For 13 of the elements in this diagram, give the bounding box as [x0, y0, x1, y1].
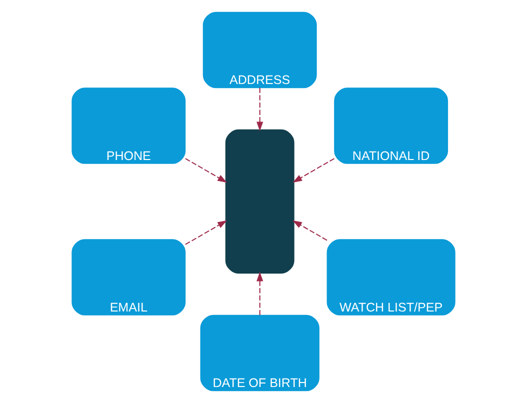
- arrow: [292, 158, 334, 183]
- arrow: [292, 220, 327, 241]
- arrow: [184, 220, 227, 245]
- node-box: NATIONAL ID: [334, 88, 448, 164]
- arrow: [184, 158, 227, 183]
- arrow: [256, 88, 263, 132]
- node-box: EMAIL: [71, 239, 186, 316]
- node-box: ADDRESS: [202, 12, 316, 88]
- node-box: DATE OF BIRTH: [200, 314, 319, 392]
- node-person: [224, 129, 294, 274]
- node-box: PHONE: [71, 88, 186, 164]
- node-box: WATCH LIST/PEP: [326, 239, 455, 316]
- arrow: [256, 272, 263, 316]
